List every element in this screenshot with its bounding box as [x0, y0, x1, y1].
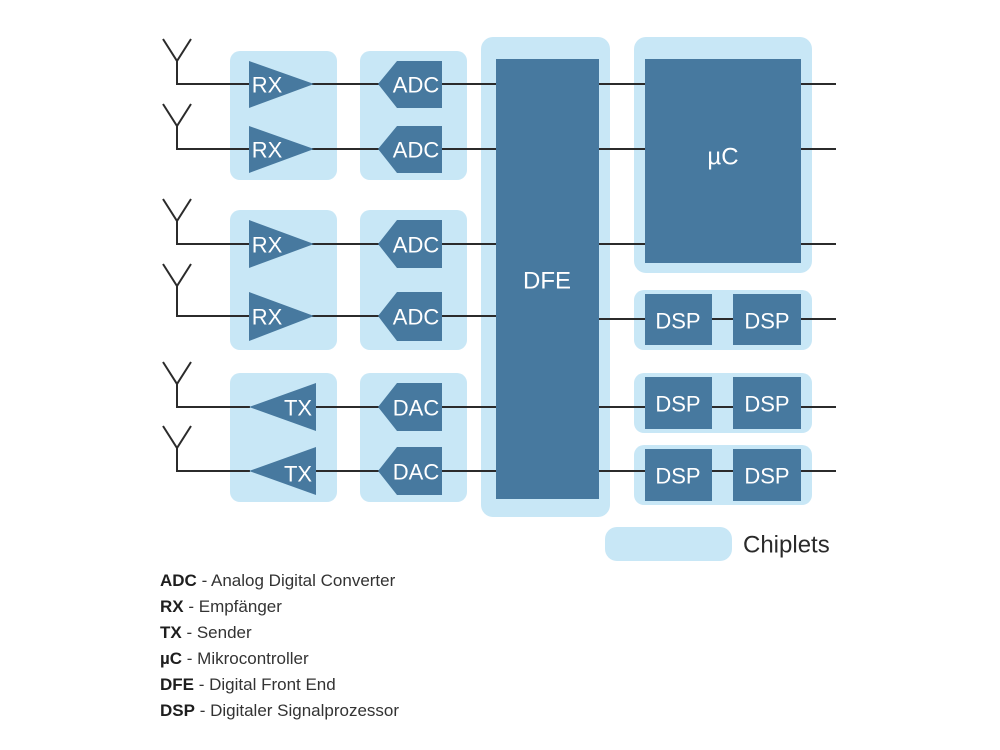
- dac-label-1: DAC: [393, 396, 440, 421]
- adc-block-3: [378, 220, 442, 268]
- antenna-5-wire: [162, 361, 250, 408]
- rx-label-2: RX: [252, 138, 283, 163]
- dsp-block-2b: [733, 377, 801, 429]
- dsp-blocks: DSP DSP DSP DSP DSP DSP: [645, 294, 801, 501]
- glossary-abbr: DFE: [160, 675, 194, 694]
- dsp-label-2b: DSP: [744, 392, 789, 417]
- glossary-abbr: RX: [160, 597, 184, 616]
- uc-block: [645, 59, 801, 263]
- antenna-3-wire: [162, 198, 250, 245]
- dsp-block-3a: [645, 449, 712, 501]
- glossary-text: - Sender: [182, 623, 252, 642]
- rx-blocks: RX RX RX RX: [249, 61, 314, 341]
- adc-block-2: [378, 126, 442, 173]
- glossary-entry-tx: TX - Sender: [160, 623, 252, 642]
- dac-block-1: [378, 383, 442, 431]
- dac-label-2: DAC: [393, 460, 440, 485]
- rx-amplifier-2: [249, 126, 314, 173]
- antenna-2-wire: [162, 103, 250, 150]
- adc-label-2: ADC: [393, 138, 440, 163]
- dsp-block-1b: [733, 294, 801, 345]
- adc-label-3: ADC: [393, 233, 440, 258]
- converter-blocks: ADC ADC ADC ADC DAC DAC: [378, 61, 442, 495]
- glossary-abbr: µC: [160, 649, 182, 668]
- glossary: ADC - Analog Digital Converter RX - Empf…: [160, 571, 399, 720]
- dfe-label: DFE: [523, 268, 571, 295]
- rx-label-3: RX: [252, 233, 283, 258]
- glossary-entry-adc: ADC - Analog Digital Converter: [160, 571, 396, 590]
- chiplet-rx-group-1: [230, 51, 337, 180]
- rx-label-4: RX: [252, 305, 283, 330]
- dsp-label-1b: DSP: [744, 309, 789, 334]
- tx-amplifier-1: [249, 383, 316, 431]
- signal-wires: [162, 38, 836, 472]
- glossary-entry-rx: RX - Empfänger: [160, 597, 282, 616]
- legend-chiplet-swatch: [605, 527, 732, 561]
- adc-block-1: [378, 61, 442, 108]
- dac-block-2: [378, 447, 442, 495]
- dsp-block-2a: [645, 377, 712, 429]
- glossary-text: - Digital Front End: [194, 675, 336, 694]
- dsp-block-1a: [645, 294, 712, 345]
- glossary-text: - Mikrocontroller: [182, 649, 309, 668]
- glossary-text: - Empfänger: [184, 597, 283, 616]
- antenna-4-wire: [162, 263, 250, 317]
- rx-amplifier-4: [249, 292, 314, 341]
- dsp-label-3a: DSP: [655, 464, 700, 489]
- legend: Chiplets: [605, 527, 830, 561]
- antenna-1-wire: [162, 38, 250, 85]
- glossary-abbr: DSP: [160, 701, 195, 720]
- chiplet-rx-group-2: [230, 210, 337, 350]
- legend-chiplet-label: Chiplets: [743, 532, 830, 559]
- glossary-entry-dsp: DSP - Digitaler Signalprozessor: [160, 701, 399, 720]
- glossary-abbr: ADC: [160, 571, 197, 590]
- dsp-label-2a: DSP: [655, 392, 700, 417]
- dsp-label-3b: DSP: [744, 464, 789, 489]
- rx-amplifier-1: [249, 61, 314, 108]
- rx-label-1: RX: [252, 73, 283, 98]
- glossary-entry-dfe: DFE - Digital Front End: [160, 675, 336, 694]
- rx-amplifier-3: [249, 220, 314, 268]
- adc-label-1: ADC: [393, 73, 440, 98]
- glossary-text: - Digitaler Signalprozessor: [195, 701, 399, 720]
- adc-block-4: [378, 292, 442, 341]
- dsp-block-3b: [733, 449, 801, 501]
- adc-label-4: ADC: [393, 305, 440, 330]
- glossary-text: - Analog Digital Converter: [197, 571, 396, 590]
- antenna-6-wire: [162, 425, 250, 472]
- uc-label: µC: [707, 144, 738, 171]
- dfe-block: [496, 59, 599, 499]
- dsp-label-1a: DSP: [655, 309, 700, 334]
- glossary-abbr: TX: [160, 623, 182, 642]
- tx-amplifier-2: [249, 447, 316, 495]
- glossary-entry-uc: µC - Mikrocontroller: [160, 649, 309, 668]
- tx-blocks: TX TX: [249, 383, 316, 495]
- tx-label-2: TX: [284, 462, 312, 487]
- tx-label-1: TX: [284, 396, 312, 421]
